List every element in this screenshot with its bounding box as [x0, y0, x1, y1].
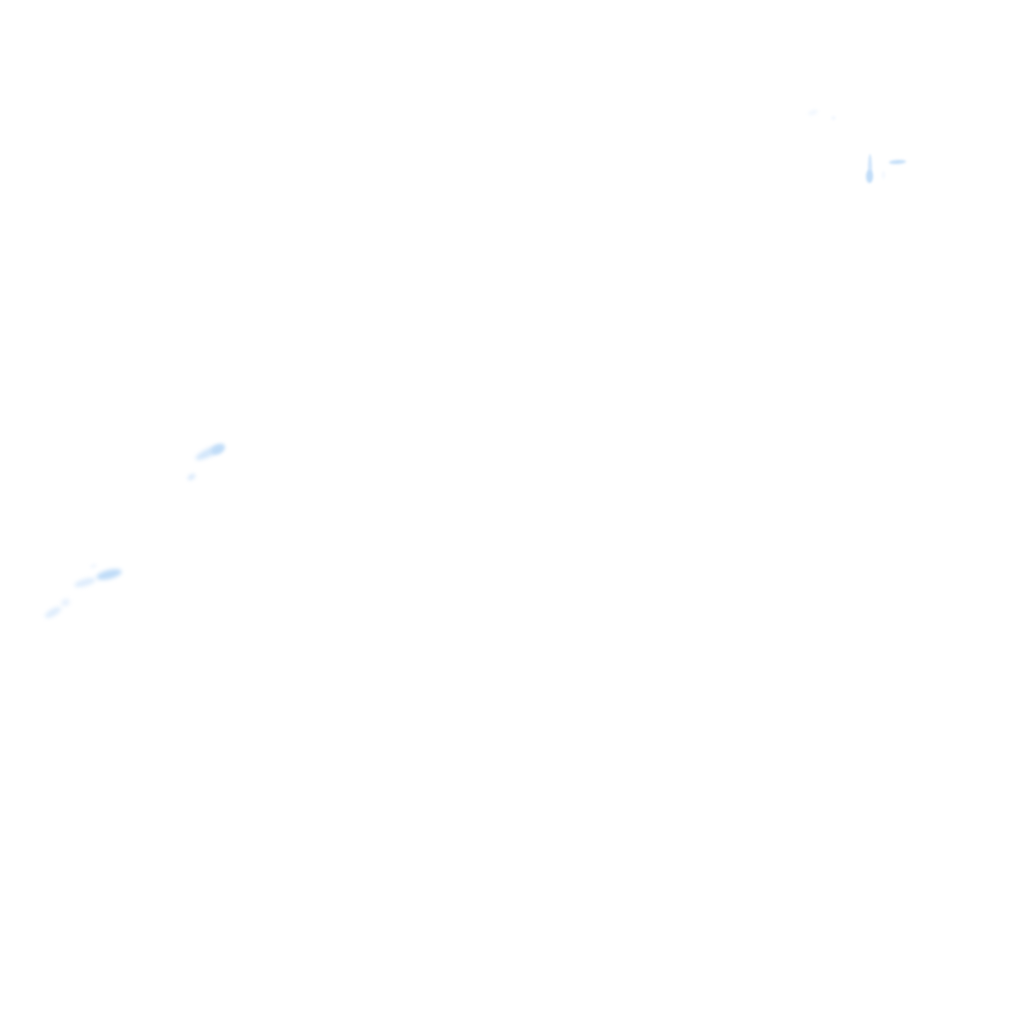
- speck-upper-right-b: [831, 116, 836, 120]
- diagonal-stroke-mid-tail: [187, 473, 196, 481]
- lower-left-dot: [61, 598, 70, 607]
- vertical-stroke-foot: [866, 170, 873, 183]
- lower-left-stroke-head: [96, 569, 122, 580]
- tick-mark-right: [882, 171, 885, 179]
- lower-left-stroke-mid: [74, 577, 96, 588]
- lower-left-stroke-tail: [45, 607, 61, 618]
- speck-upper-right-a: [808, 109, 818, 116]
- diagonal-stroke-mid-head: [211, 444, 225, 455]
- brush-marks-layer: [45, 109, 906, 618]
- horizontal-dash-upper-right: [889, 159, 906, 165]
- lower-left-speck: [90, 563, 97, 569]
